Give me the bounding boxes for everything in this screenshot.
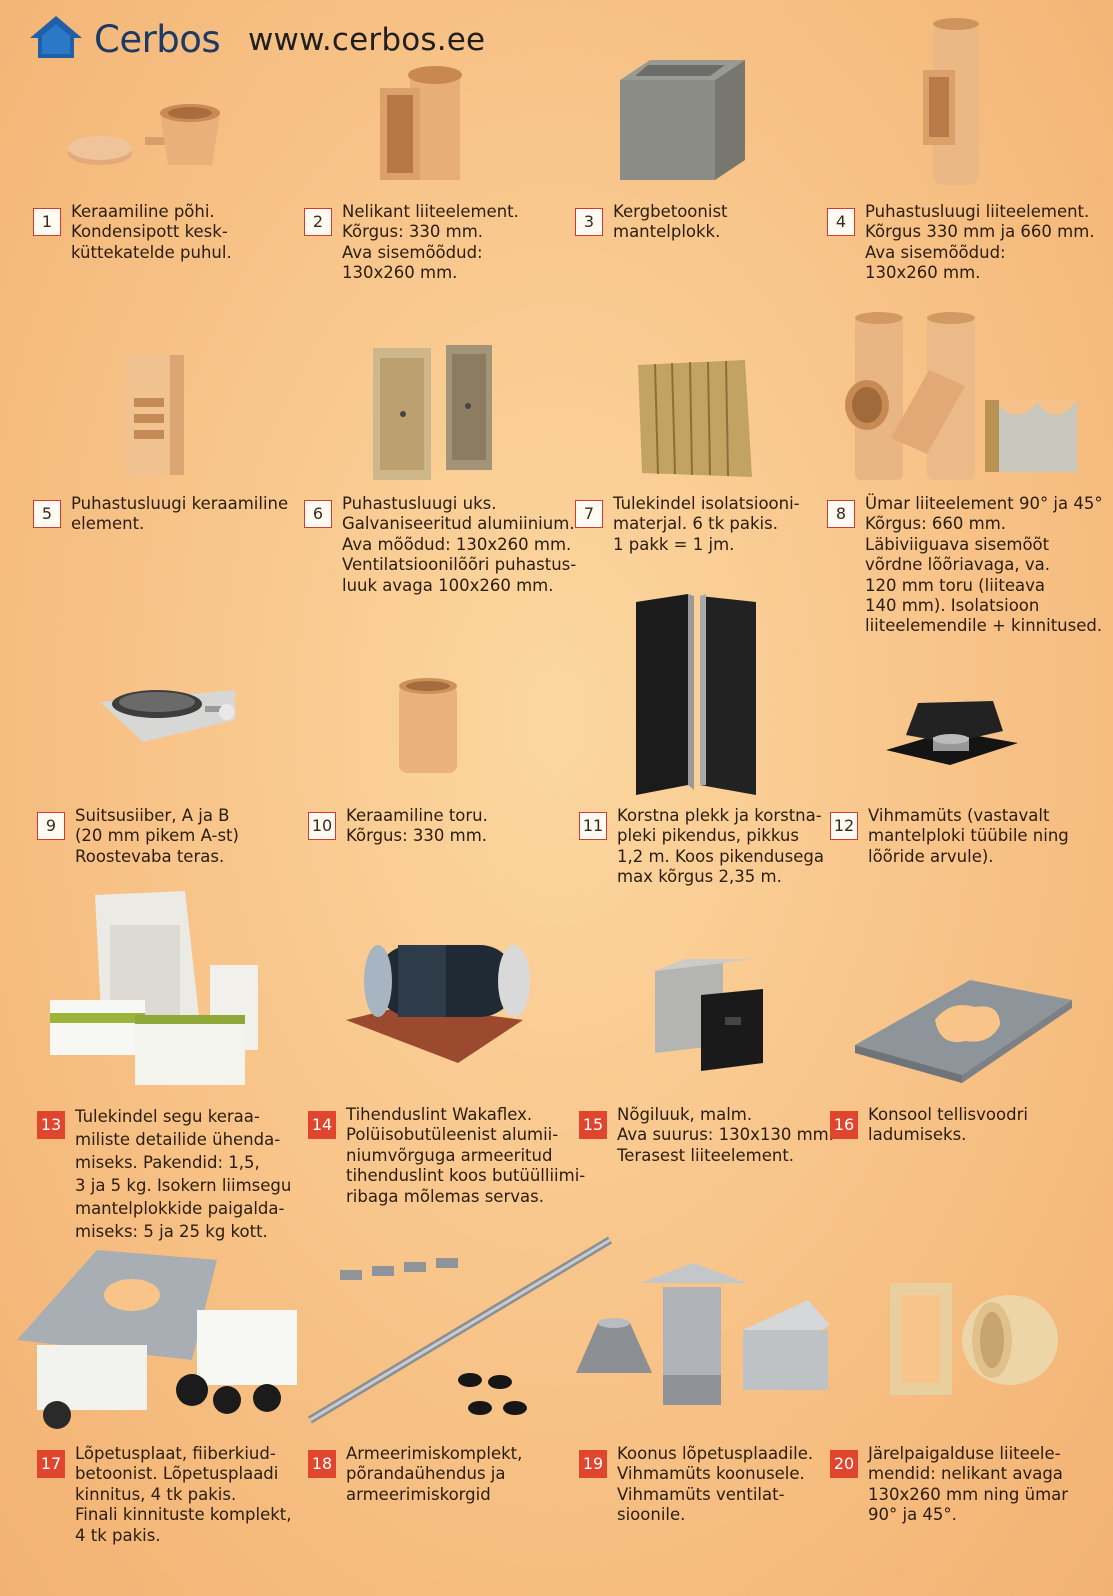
cone-and-caps-image (576, 1263, 830, 1405)
brand-name: Cerbos (94, 18, 221, 61)
product-description: Armeerimiskomplekt, põrandaühendus ja ar… (346, 1444, 523, 1504)
product-number: 8 (827, 500, 855, 528)
product-description: Puhastusluugi keraamiline element. (71, 494, 289, 534)
product-number: 7 (575, 500, 603, 528)
header: Cerbos www.cerbos.ee (28, 10, 628, 70)
product-number: 5 (33, 500, 61, 528)
product-number: 1 (33, 208, 61, 236)
product-number: 10 (308, 812, 336, 840)
product-description: Keraamiline toru. Kõrgus: 330 mm. (346, 806, 488, 846)
product-description: Nõgiluuk, malm. Ava suurus: 130x130 mm. … (617, 1105, 834, 1165)
product-description: Keraamiline põhi. Kondensipott kesk- küt… (71, 202, 232, 262)
cleaning-hatch-connector-image (923, 18, 979, 185)
product-number: 19 (579, 1450, 607, 1478)
rain-cap-image (886, 701, 1018, 765)
smoke-damper-image (100, 690, 235, 742)
concrete-block-image (620, 60, 745, 180)
ceramic-base-image (68, 104, 220, 165)
hatch-door-image (373, 345, 492, 480)
product-number: 20 (830, 1450, 858, 1478)
product-description: Kergbetoonist mantelplokk. (613, 202, 728, 242)
soot-hatch-image (655, 959, 763, 1071)
product-number: 4 (827, 208, 855, 236)
product-description: Lõpetusplaat, fiiberkiud- betoonist. Lõp… (75, 1444, 292, 1545)
product-description: Koonus lõpetusplaadile. Vihmamüts koonus… (617, 1444, 814, 1525)
product-number: 3 (575, 208, 603, 236)
reinforcement-kit-image (307, 1236, 613, 1424)
product-number: 18 (308, 1450, 336, 1478)
product-description: Tulekindel isolatsiooni- materjal. 6 tk … (613, 494, 800, 554)
product-number: 2 (304, 208, 332, 236)
product-description: Järelpaigalduse liiteele- mendid: nelika… (868, 1444, 1069, 1525)
product-number: 6 (304, 500, 332, 528)
product-description: Ümar liiteelement 90° ja 45° Kõrgus: 660… (865, 494, 1103, 636)
product-number: 11 (579, 812, 607, 840)
mortar-packages-image (50, 891, 258, 1085)
retrofit-elements-image (890, 1283, 1058, 1395)
console-image (855, 980, 1072, 1083)
sealing-tape-image (346, 945, 530, 1063)
round-connector-image (845, 312, 1077, 480)
product-number: 14 (308, 1111, 336, 1139)
product-description: Suitsusiiber, A ja B (20 mm pikem A-st) … (75, 806, 239, 866)
product-number: 16 (830, 1111, 858, 1139)
product-description: Nelikant liiteelement. Kõrgus: 330 mm. A… (342, 202, 519, 283)
product-description: Tulekindel segu keraa- miliste detailide… (75, 1107, 292, 1241)
product-number: 15 (579, 1111, 607, 1139)
house-icon (30, 16, 82, 58)
product-description: Tihenduslint Wakaflex. Polüisobutüleenis… (346, 1105, 586, 1206)
product-number: 9 (37, 812, 65, 840)
square-connector-image (380, 66, 462, 180)
product-description: Konsool tellisvoodri ladumiseks. (868, 1105, 1028, 1145)
website-url[interactable]: www.cerbos.ee (248, 22, 486, 58)
product-number: 12 (830, 812, 858, 840)
chimney-sheet-image (636, 594, 756, 795)
ceramic-pipe-image (399, 678, 457, 773)
product-description: Vihmamüts (vastavalt mantelploki tüübile… (868, 806, 1069, 866)
ceramic-hatch-element-image (126, 355, 184, 475)
cover-plate-image (17, 1250, 297, 1429)
product-description: Puhastusluugi uks. Galvaniseeritud alumi… (342, 494, 577, 595)
product-number: 17 (37, 1450, 65, 1478)
product-description: Puhastusluugi liiteelement. Kõrgus 330 m… (865, 202, 1095, 283)
product-number: 13 (37, 1111, 65, 1139)
insulation-material-image (638, 360, 752, 477)
product-description: Korstna plekk ja korstna- pleki pikendus… (617, 806, 824, 887)
